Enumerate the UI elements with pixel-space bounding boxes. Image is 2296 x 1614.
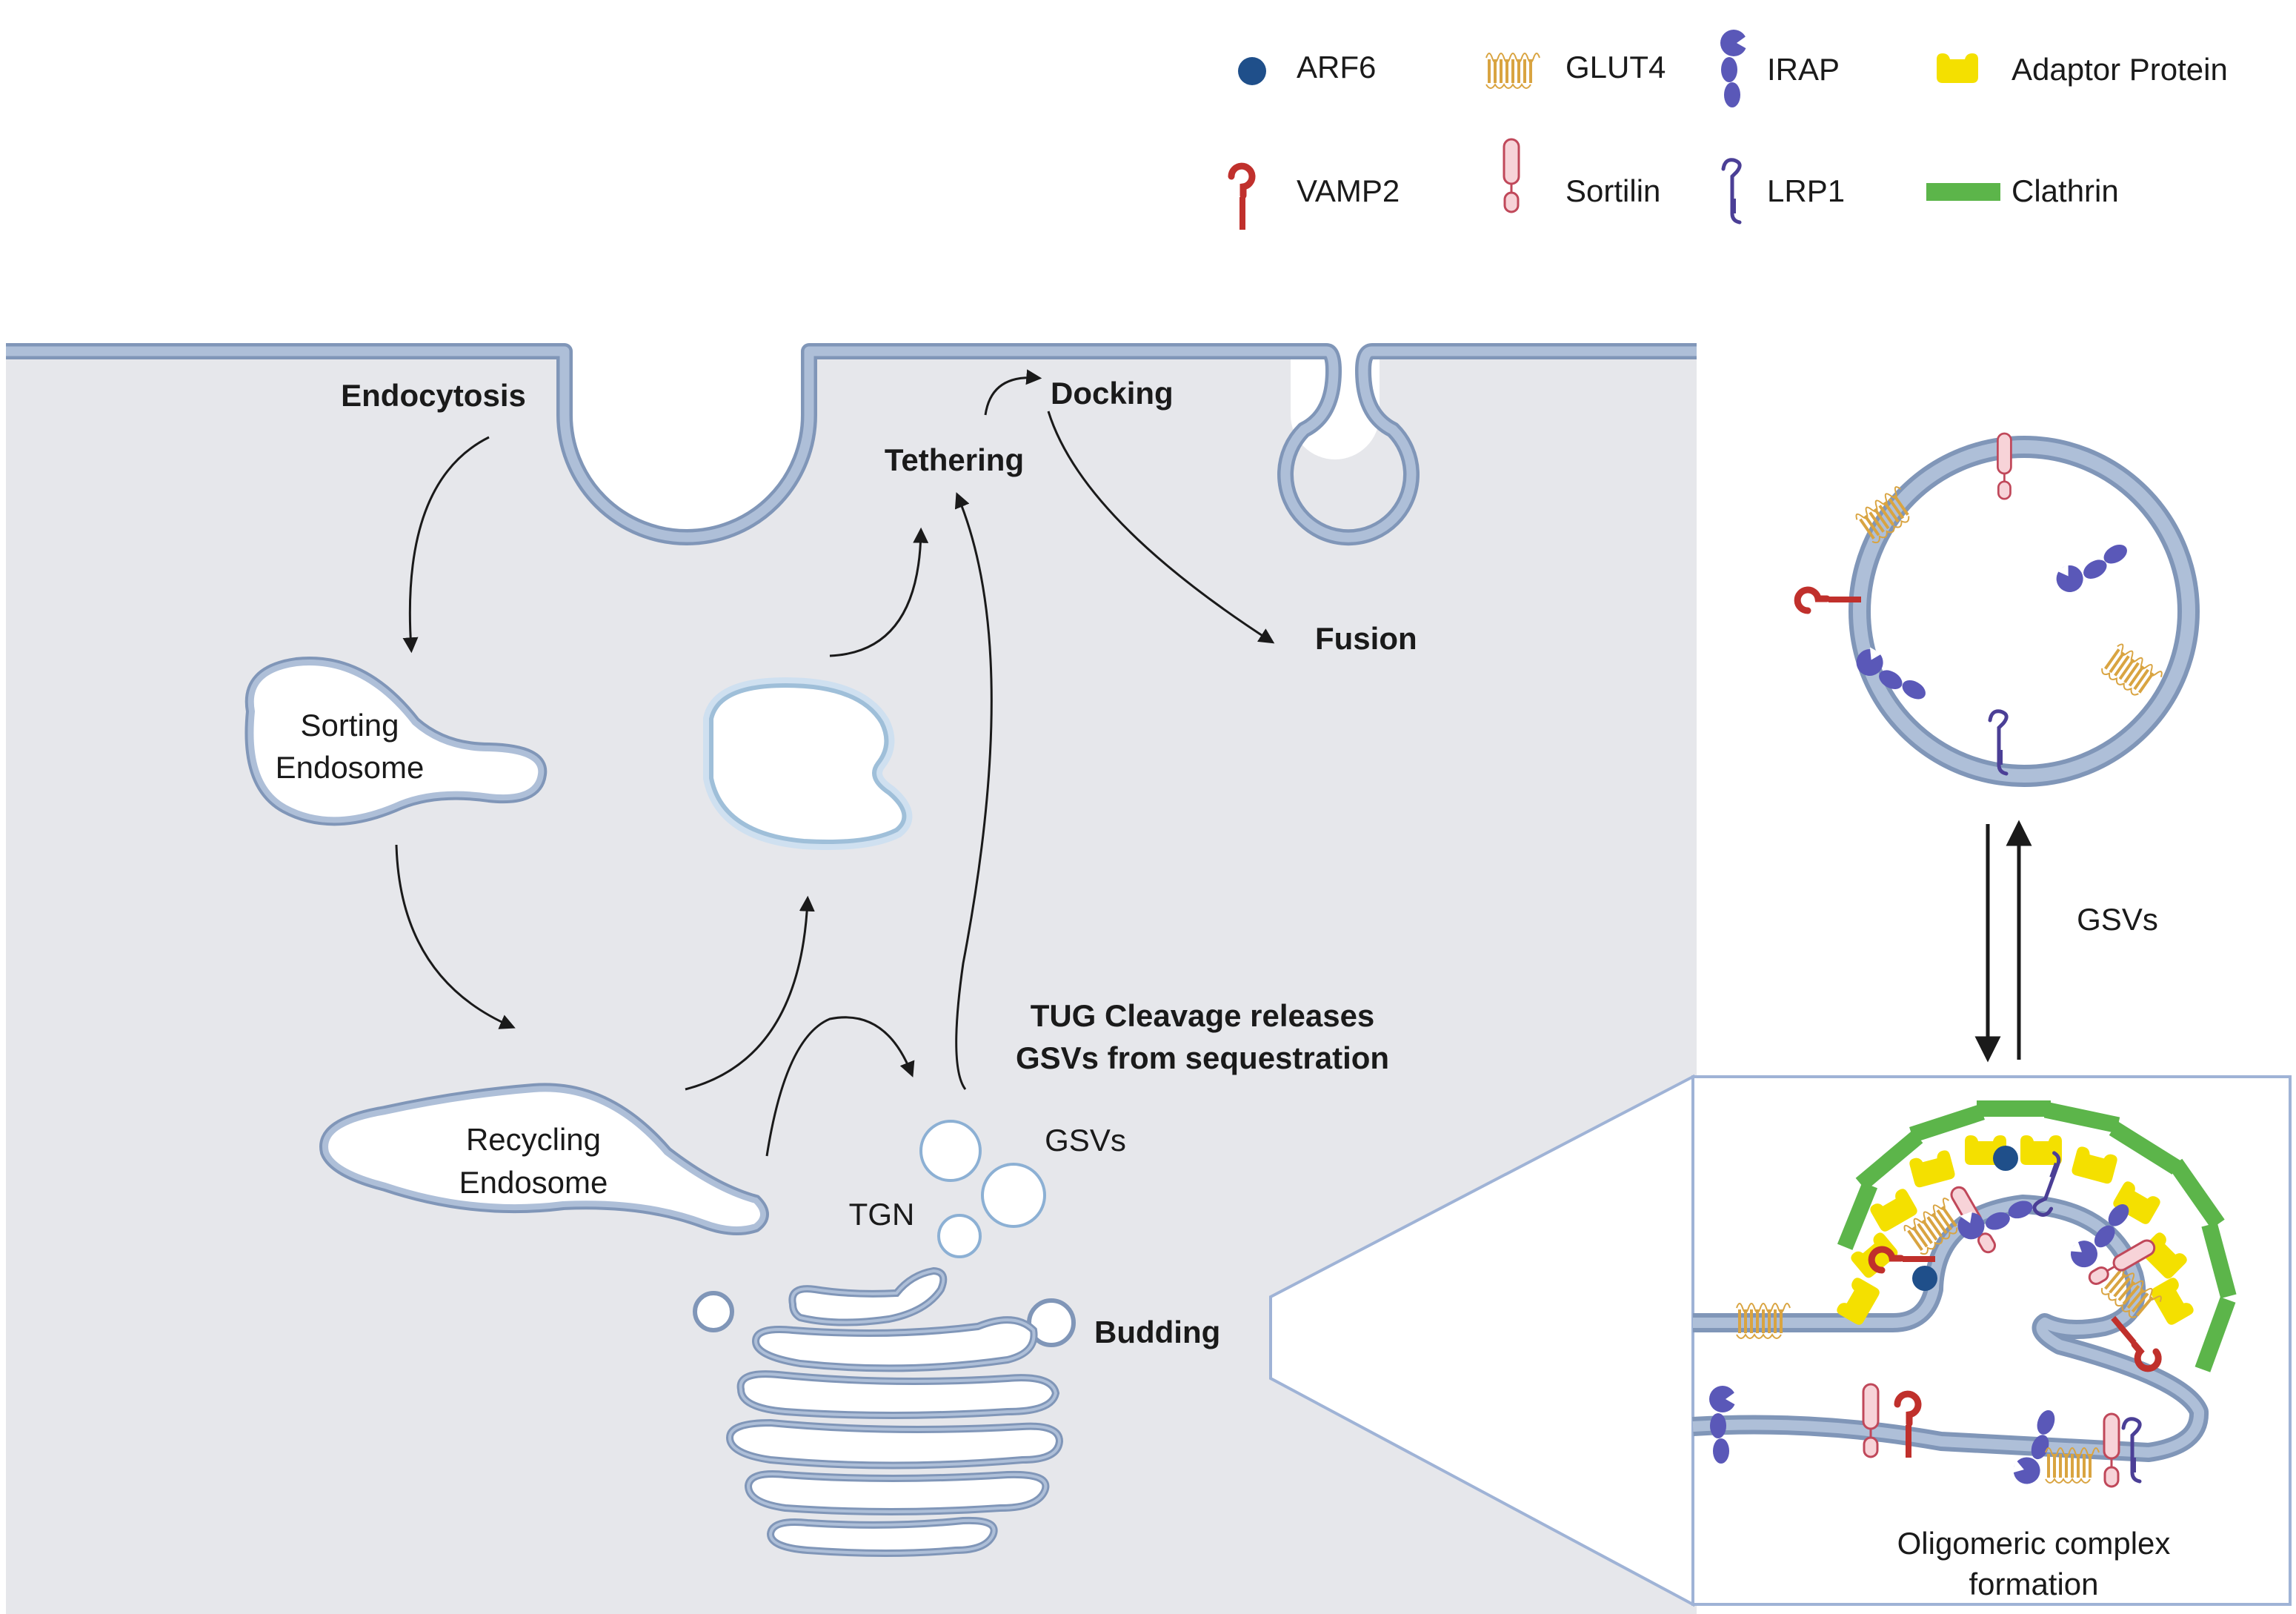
tgn-label: TGN bbox=[849, 1197, 915, 1232]
arrow-sorting-to-recycling bbox=[395, 844, 516, 1029]
endocytosis-label: Endocytosis bbox=[341, 378, 526, 413]
oligomeric-label-2: formation bbox=[1969, 1567, 2098, 1601]
arrow-docking-to-fusion bbox=[1047, 411, 1275, 644]
tug-cleavage-label-2: GSVs from sequestration bbox=[1016, 1040, 1389, 1075]
docking-label: Docking bbox=[1051, 376, 1174, 411]
gsv-vesicle bbox=[693, 1291, 734, 1332]
sortilin-icon bbox=[1862, 1383, 1880, 1458]
recycling-endosome-label-1: Recycling bbox=[466, 1122, 601, 1157]
clathrin-legend-icon bbox=[1926, 183, 2000, 201]
oligomeric-panel: Oligomeric complex formation bbox=[1691, 1075, 2292, 1606]
arf6-icon bbox=[1993, 1146, 2018, 1171]
pathway-arrows bbox=[395, 369, 1275, 1157]
glut4-legend-icon bbox=[1485, 52, 1541, 90]
arrow-gsv-to-tethering bbox=[954, 492, 993, 1090]
vamp2-legend-icon bbox=[1231, 166, 1252, 230]
legend-vamp2-label: VAMP2 bbox=[1297, 173, 1400, 208]
fusion-label: Fusion bbox=[1315, 621, 1417, 656]
arrow-vesicle-to-tethering bbox=[829, 527, 929, 657]
arrow-recycling-to-vesicle bbox=[685, 895, 815, 1091]
oligomeric-label-1: Oligomeric complex bbox=[1897, 1526, 2171, 1561]
arrow-endocytosis bbox=[402, 436, 490, 654]
gsvs-side-label: GSVs bbox=[2077, 902, 2158, 937]
gsv-vesicle bbox=[937, 1214, 982, 1258]
sortilin-icon bbox=[1997, 432, 2012, 500]
arf6-icon bbox=[1912, 1266, 1937, 1291]
legend-lrp1-label: LRP1 bbox=[1767, 173, 1845, 208]
gsvs-cell-label: GSVs bbox=[1045, 1123, 1126, 1158]
gsv-vesicle bbox=[919, 1120, 982, 1182]
arf6-legend-icon bbox=[1238, 57, 1266, 85]
sorting-endosome-label-2: Endosome bbox=[276, 750, 425, 785]
legend-glut4-label: GLUT4 bbox=[1565, 50, 1666, 84]
legend-arf6-label: ARF6 bbox=[1297, 50, 1376, 84]
sortilin-icon bbox=[2103, 1412, 2120, 1488]
budding-label: Budding bbox=[1094, 1315, 1220, 1349]
arrow-recycling-to-tgn bbox=[765, 1016, 915, 1157]
tethering-label: Tethering bbox=[885, 442, 1024, 477]
legend-irap-label: IRAP bbox=[1767, 52, 1840, 87]
gsv-vesicle bbox=[981, 1163, 1046, 1228]
recycling-endosome-label-2: Endosome bbox=[459, 1165, 608, 1200]
legend-clathrin-label: Clathrin bbox=[2012, 173, 2119, 208]
adaptor-protein-legend-icon bbox=[1937, 53, 1978, 83]
legend-adaptor-label: Adaptor Protein bbox=[2012, 52, 2228, 87]
arrow-tethering-to-docking bbox=[984, 369, 1042, 416]
legend: ARF6 GLUT4 IRAP Adaptor Protein VAMP2 So… bbox=[1231, 30, 2228, 230]
gsv-detail bbox=[1797, 432, 2200, 787]
irap-legend-icon bbox=[1720, 30, 1747, 107]
tug-cleavage-label-1: TUG Cleavage releases bbox=[1031, 998, 1375, 1033]
clathrin-coat bbox=[1837, 1100, 2237, 1372]
sortilin-legend-icon bbox=[1503, 138, 1520, 213]
lrp1-legend-icon bbox=[1723, 160, 1740, 222]
sorting-endosome-label-1: Sorting bbox=[300, 708, 399, 743]
legend-sortilin-label: Sortilin bbox=[1565, 173, 1660, 208]
exchange-arrows bbox=[1974, 820, 2032, 1063]
